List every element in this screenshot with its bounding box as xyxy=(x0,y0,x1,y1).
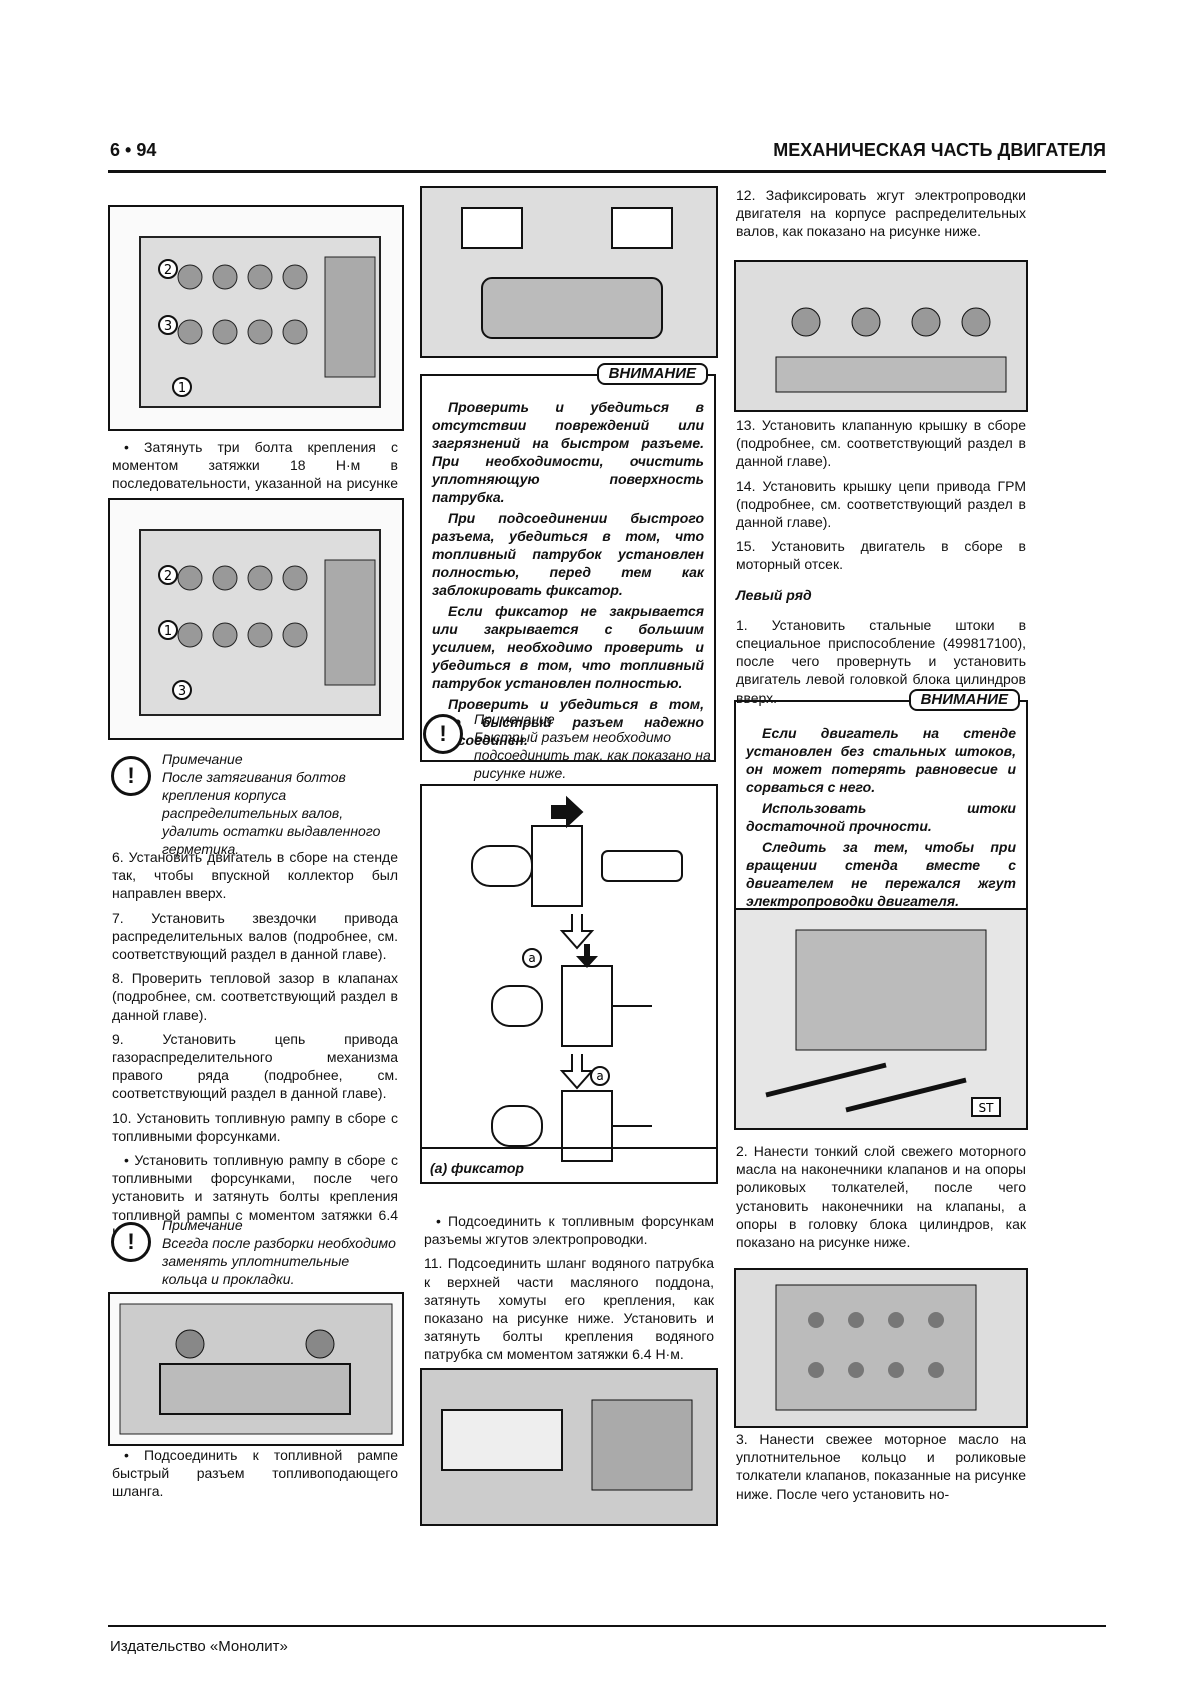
warning-text: Проверить и убедиться в отсутствии повре… xyxy=(432,399,704,505)
callout-3: 3 xyxy=(164,319,172,334)
footer-rule xyxy=(108,1625,1106,1627)
publisher: Издательство «Монолит» xyxy=(110,1638,288,1655)
warning-text: При подсоединении быстрого разъема, убед… xyxy=(432,510,704,598)
note-title: Примечание xyxy=(162,751,243,767)
label-a: a xyxy=(596,1069,603,1083)
subheading-left-bank: Левый ряд xyxy=(736,586,812,603)
warning-text: Если двигатель на стенде установлен без … xyxy=(746,725,1016,795)
bullet-quick-connector: • Подсоединить к топливной рампе быстрый… xyxy=(112,1447,398,1500)
step-8: 8. Проверить тепловой зазор в клапанах (… xyxy=(112,970,398,1023)
warning-text: Следить за тем, чтобы при вращении стенд… xyxy=(746,839,1016,909)
bullet-injector-connectors: • Подсоединить к топливным форсункам раз… xyxy=(424,1213,714,1248)
figure-caption: (а) фиксатор xyxy=(430,1160,524,1176)
note-title: Примечание xyxy=(474,711,555,727)
step-7: 7. Установить звездочки привода распреде… xyxy=(112,909,398,963)
step-6: 6. Установить двигатель в сборе на стенд… xyxy=(112,849,398,902)
note-text: Всегда после разборки необходимо заменят… xyxy=(162,1235,396,1287)
svg-text:3: 3 xyxy=(178,684,186,699)
step-left-3: 3. Нанести свежее моторное масло на упло… xyxy=(736,1431,1026,1502)
figure-valve-tips xyxy=(734,1268,1028,1428)
note-icon: ! xyxy=(111,756,151,796)
step-12: 12. Зафиксировать жгут электропроводки д… xyxy=(736,187,1026,240)
svg-text:1: 1 xyxy=(164,624,172,639)
warning-box: ВНИМАНИЕ Если двигатель на стенде устано… xyxy=(734,689,1028,923)
warning-text: Если фиксатор не закрывается или закрыва… xyxy=(432,603,704,691)
warning-text: Проверить и убедиться в том, что быстрый… xyxy=(432,696,704,748)
warning-tag: ВНИМАНИЕ xyxy=(596,363,708,385)
figure-cylinder-head-2: 2 1 3 xyxy=(108,498,404,740)
note-icon: ! xyxy=(111,1222,151,1262)
note-text: После затягивания болтов крепления корпу… xyxy=(162,769,381,857)
note-title: Примечание xyxy=(162,1217,243,1233)
note-icon: ! xyxy=(423,714,463,754)
figure-intake-top xyxy=(420,186,718,358)
figure-harness-routing xyxy=(734,260,1028,412)
figure-water-pipe xyxy=(420,1368,718,1526)
step-13: 13. Установить клапанную крышку в сборе … xyxy=(736,417,1026,470)
step-11: 11. Подсоединить шланг водяного патрубка… xyxy=(424,1255,714,1363)
section-title: МЕХАНИЧЕСКАЯ ЧАСТЬ ДВИГАТЕЛЯ xyxy=(773,140,1106,160)
figure-engine-stand: ST xyxy=(734,908,1028,1130)
step-10: 10. Установить топливную рампу в сборе с… xyxy=(112,1109,398,1144)
note-text: Быстрый разъем необходимо подсоединить т… xyxy=(474,729,711,781)
header-rule xyxy=(108,170,1106,173)
figure-cylinder-head-1: 2 3 1 xyxy=(108,205,404,431)
warning-text: Использовать штоки достаточной прочности… xyxy=(746,800,1016,834)
callout-1: 1 xyxy=(178,381,186,396)
step-14: 14. Установить крышку цепи привода ГРМ (… xyxy=(736,477,1026,531)
step-15: 15. Установить двигатель в сборе в мотор… xyxy=(736,538,1026,573)
label-a: a xyxy=(528,951,535,965)
st-label: ST xyxy=(979,1101,995,1115)
callout-2: 2 xyxy=(164,263,172,278)
warning-tag: ВНИМАНИЕ xyxy=(908,689,1020,711)
step-left-2: 2. Нанести тонкий слой свежего моторного… xyxy=(736,1143,1026,1251)
figure-fuel-rail xyxy=(108,1292,404,1446)
bullet-tighten-bolts: • Затянуть три болта крепления с моменто… xyxy=(112,439,398,510)
warning-box: ВНИМАНИЕ Проверить и убедиться в отсутст… xyxy=(420,363,716,762)
step-9: 9. Установить цепь привода газораспредел… xyxy=(112,1030,398,1102)
figure-quick-connector: a a xyxy=(420,784,718,1184)
page-number: 6 • 94 xyxy=(110,140,157,160)
svg-text:2: 2 xyxy=(164,569,172,584)
